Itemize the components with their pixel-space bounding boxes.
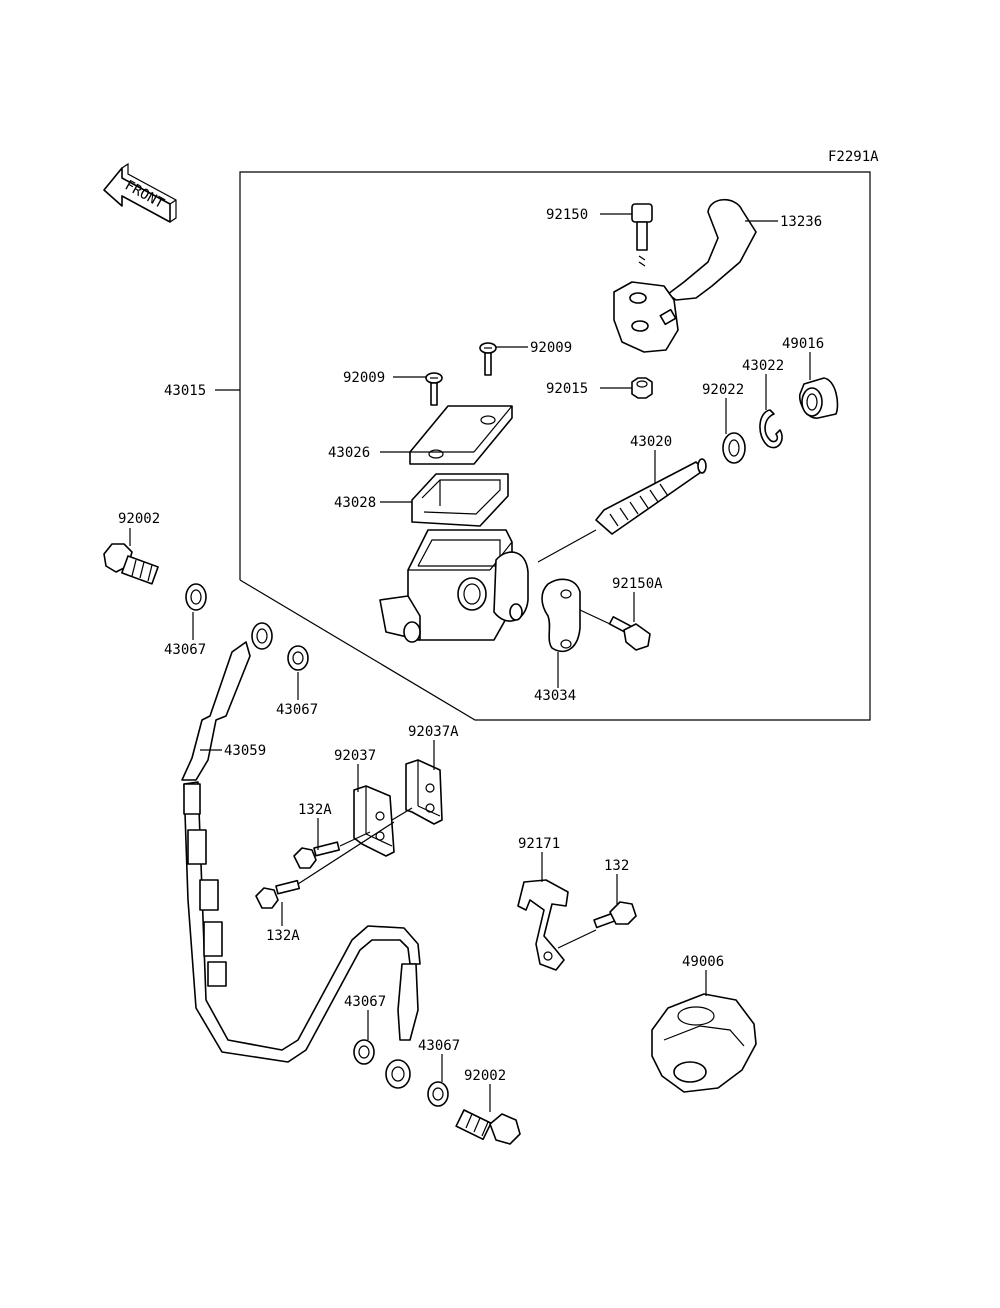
leader-piston-to-body (537, 529, 597, 563)
cap-screw-upper (479, 342, 497, 376)
label-43067-lower-left: 43067 (344, 994, 386, 1010)
label-92150: 92150 (546, 207, 588, 223)
label-92037A: 92037A (408, 724, 459, 740)
label-43059: 43059 (224, 743, 266, 759)
cable-bracket-bolt (593, 901, 637, 929)
hose-clamp-bracket (353, 785, 395, 857)
label-43026: 43026 (328, 445, 370, 461)
front-arrow-icon: FRONT (103, 162, 177, 223)
washer-lower-left (353, 1039, 375, 1065)
label-132: 132 (604, 858, 629, 874)
bracket-bolt-lower (255, 879, 301, 909)
assembly-boundary (239, 171, 871, 721)
reservoir-diaphragm (411, 473, 509, 527)
banjo-bolt-upper (103, 543, 159, 585)
clamp-bolt (608, 616, 651, 651)
label-92009-upper: 92009 (530, 340, 572, 356)
label-92022: 92022 (702, 382, 744, 398)
label-43067-middle: 43067 (276, 702, 318, 718)
label-43022: 43022 (742, 358, 784, 374)
label-92171: 92171 (518, 836, 560, 852)
label-13236: 13236 (780, 214, 822, 230)
leader-92037A-link (391, 807, 413, 821)
piston-kit (595, 458, 707, 535)
bracket-bolt-upper (293, 841, 341, 869)
label-43015: 43015 (164, 383, 206, 399)
figure-code: F2291A (828, 149, 879, 165)
lever-nut (631, 377, 653, 399)
washer-middle (287, 645, 309, 671)
washer-lower-right (427, 1081, 449, 1107)
hose-clamp-bracket-A (405, 759, 443, 825)
leader-132A-lower-link (297, 821, 395, 885)
label-43034: 43034 (534, 688, 576, 704)
brake-hose (181, 622, 421, 1089)
circlip (759, 409, 783, 449)
label-92015: 92015 (546, 381, 588, 397)
piston-washer (722, 432, 746, 464)
label-43067-upper-left: 43067 (164, 642, 206, 658)
leader-132-link (557, 929, 597, 949)
banjo-bolt-lower (455, 1109, 521, 1145)
leader-132A-upper-link (339, 831, 371, 847)
dust-boot (798, 377, 839, 419)
label-49016: 49016 (782, 336, 824, 352)
label-92002-upper: 92002 (118, 511, 160, 527)
label-92150A: 92150A (612, 576, 663, 592)
reservoir-cap (409, 405, 513, 465)
master-cylinder-body (379, 529, 529, 643)
pivot-bolt (631, 203, 653, 267)
leader-clamp-to-bolt (579, 609, 611, 625)
cap-screw-lower (425, 372, 443, 406)
clamp-holder (541, 578, 581, 653)
washer-upper-left (185, 583, 207, 611)
cable-bracket (517, 879, 569, 971)
label-49006: 49006 (682, 954, 724, 970)
brake-lever (613, 198, 757, 353)
label-92009-lower: 92009 (343, 370, 385, 386)
label-43028: 43028 (334, 495, 376, 511)
label-132A-lower: 132A (266, 928, 300, 944)
label-43020: 43020 (630, 434, 672, 450)
label-43067-lower-right: 43067 (418, 1038, 460, 1054)
label-92037: 92037 (334, 748, 376, 764)
master-cylinder-cover (651, 993, 757, 1093)
label-132A-upper: 132A (298, 802, 332, 818)
label-92002-lower: 92002 (464, 1068, 506, 1084)
